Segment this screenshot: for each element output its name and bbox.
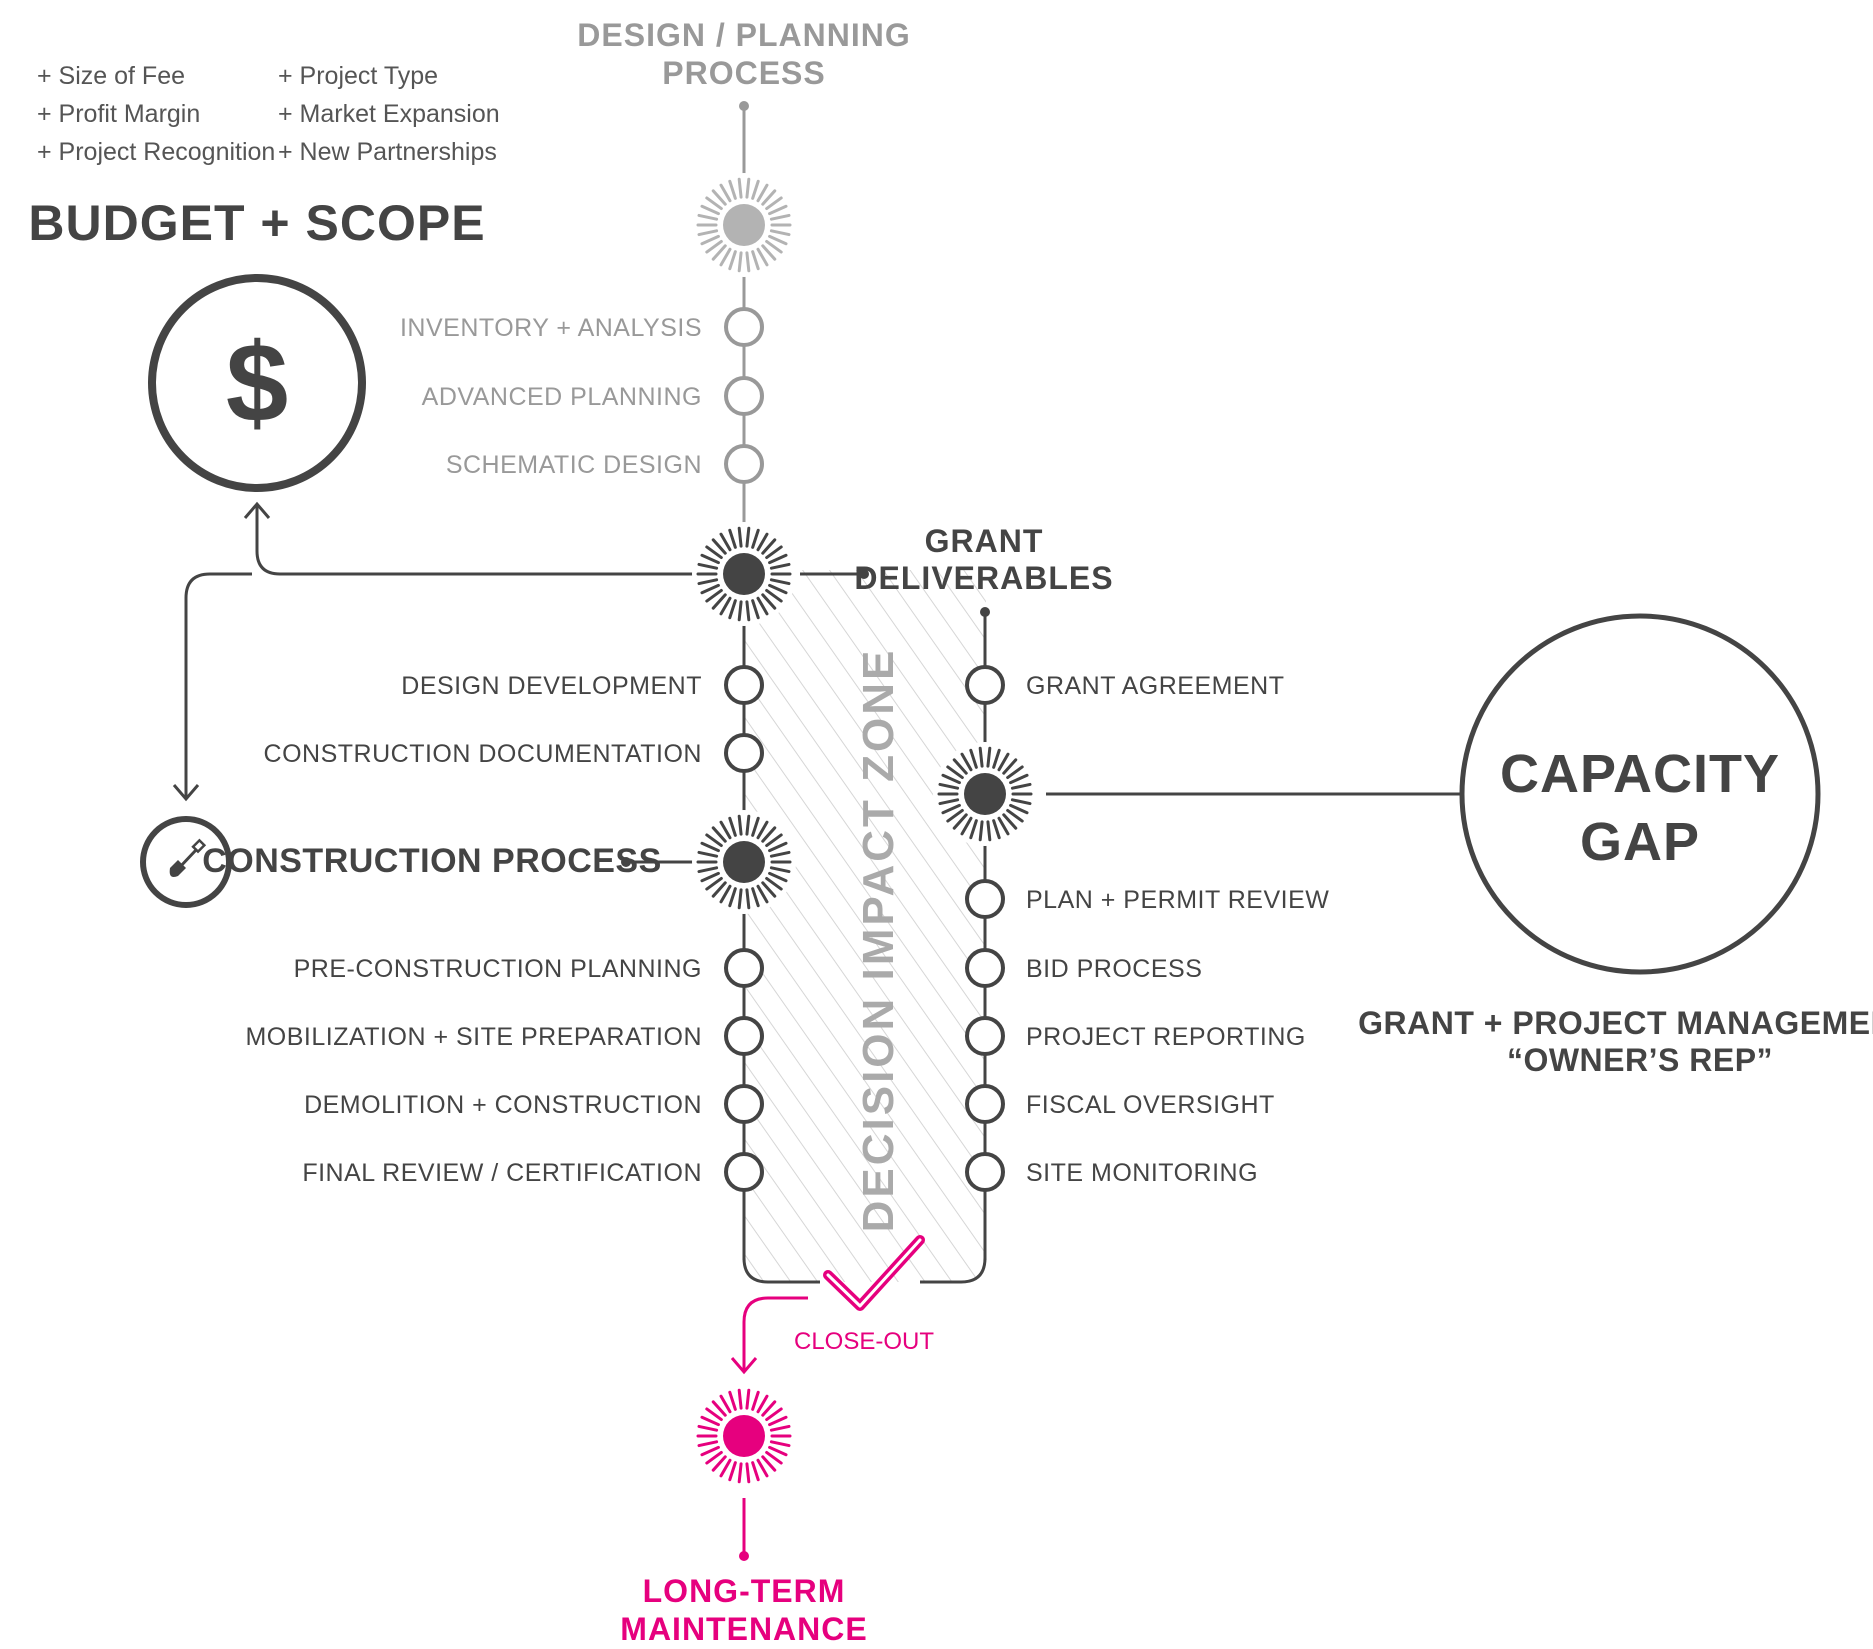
budget-factor-right: + New Partnerships bbox=[278, 138, 497, 166]
construction-process-sun-icon bbox=[692, 810, 796, 914]
management-step-node bbox=[965, 879, 1005, 919]
design-step-node bbox=[724, 307, 764, 347]
grant-deliverables-title-line1: GRANT bbox=[925, 523, 1044, 559]
budget-feedback-arrow-line bbox=[255, 505, 700, 576]
deliverable-step-label: DESIGN DEVELOPMENT bbox=[401, 672, 702, 700]
design-step-label: SCHEMATIC DESIGN bbox=[446, 451, 702, 479]
construction-feed-arrow-line bbox=[184, 572, 252, 797]
construction-step-label: FINAL REVIEW / CERTIFICATION bbox=[302, 1159, 702, 1187]
construction-circle bbox=[140, 816, 232, 908]
budget-arrowhead-icon bbox=[243, 501, 271, 519]
management-step-label: FISCAL OVERSIGHT bbox=[1026, 1091, 1275, 1119]
maintenance-title-line2: MAINTENANCE bbox=[620, 1611, 867, 1647]
management-step-node bbox=[965, 1016, 1005, 1056]
design-planning-sun-icon bbox=[692, 173, 796, 277]
management-step-node bbox=[965, 1084, 1005, 1124]
decision-impact-zone-label: DECISION IMPACT ZONE bbox=[854, 648, 903, 1233]
capacity-gap-circle bbox=[1459, 613, 1821, 975]
management-step-label: PROJECT REPORTING bbox=[1026, 1023, 1306, 1051]
construction-process-title: CONSTRUCTION PROCESS bbox=[202, 842, 662, 880]
capacity-gap-caption-line2: “OWNER’S REP” bbox=[1507, 1042, 1773, 1078]
budget-scope-title: BUDGET + SCOPE bbox=[28, 195, 485, 251]
design-step-node bbox=[724, 376, 764, 416]
capacity-gap-title-line2: GAP bbox=[1580, 812, 1700, 872]
construction-step-label: MOBILIZATION + SITE PREPARATION bbox=[245, 1023, 702, 1051]
budget-factor-left: + Profit Margin bbox=[37, 100, 200, 128]
grant-deliverables-dot bbox=[859, 569, 869, 579]
design-planning-title-line2: PROCESS bbox=[662, 55, 825, 91]
budget-factor-left: + Project Recognition bbox=[37, 138, 275, 166]
closeout-label: CLOSE-OUT bbox=[794, 1328, 934, 1355]
maintenance-title-line1: LONG-TERM bbox=[643, 1573, 846, 1609]
construction-step-label: DEMOLITION + CONSTRUCTION bbox=[304, 1091, 702, 1119]
design-planning-title-line1: DESIGN / PLANNING bbox=[577, 17, 910, 53]
management-step-node bbox=[965, 948, 1005, 988]
management-step-label: SITE MONITORING bbox=[1026, 1159, 1258, 1187]
budget-factor-right: + Market Expansion bbox=[278, 100, 500, 128]
capacity-sun-icon bbox=[933, 742, 1037, 846]
grant-step-label: GRANT AGREEMENT bbox=[1026, 672, 1284, 700]
checkmark-inner-icon bbox=[826, 1238, 922, 1308]
grant-deliverables-sun-icon bbox=[692, 522, 796, 626]
maintenance-connector-dot bbox=[739, 1551, 749, 1561]
capacity-gap-caption-line1: GRANT + PROJECT MANAGEMENT: bbox=[1358, 1005, 1873, 1041]
closeout-arrowhead-icon bbox=[730, 1357, 758, 1375]
construction-step-label: PRE-CONSTRUCTION PLANNING bbox=[294, 955, 702, 983]
management-step-node bbox=[965, 1152, 1005, 1192]
design-step-label: ADVANCED PLANNING bbox=[422, 383, 702, 411]
dollar-sign-icon: $ bbox=[226, 320, 288, 445]
budget-circle bbox=[148, 274, 366, 492]
closeout-arrow-line bbox=[742, 1296, 808, 1370]
construction-arrowhead-icon bbox=[172, 784, 200, 802]
left-spine-corner bbox=[742, 1257, 820, 1284]
budget-factor-left: + Size of Fee bbox=[37, 62, 185, 90]
construction-step-node bbox=[724, 1016, 764, 1056]
right-spine-corner bbox=[920, 1257, 987, 1284]
construction-step-node bbox=[724, 1152, 764, 1192]
capacity-gap-title-line1: CAPACITY bbox=[1500, 744, 1780, 804]
maintenance-sun-icon bbox=[692, 1384, 796, 1488]
grant-step-node bbox=[965, 665, 1005, 705]
budget-factor-right: + Project Type bbox=[278, 62, 438, 90]
construction-step-node bbox=[724, 948, 764, 988]
shovel-icon bbox=[169, 838, 207, 877]
construction-step-node bbox=[724, 1084, 764, 1124]
decision-impact-zone bbox=[744, 570, 986, 1282]
deliverable-step-node bbox=[724, 665, 764, 705]
deliverable-step-label: CONSTRUCTION DOCUMENTATION bbox=[264, 740, 702, 768]
design-step-node bbox=[724, 444, 764, 484]
design-step-label: INVENTORY + ANALYSIS bbox=[400, 314, 702, 342]
management-step-label: PLAN + PERMIT REVIEW bbox=[1026, 886, 1329, 914]
grant-deliverables-title-line2: DELIVERABLES bbox=[854, 560, 1113, 596]
management-step-label: BID PROCESS bbox=[1026, 955, 1202, 983]
deliverable-step-node bbox=[724, 733, 764, 773]
